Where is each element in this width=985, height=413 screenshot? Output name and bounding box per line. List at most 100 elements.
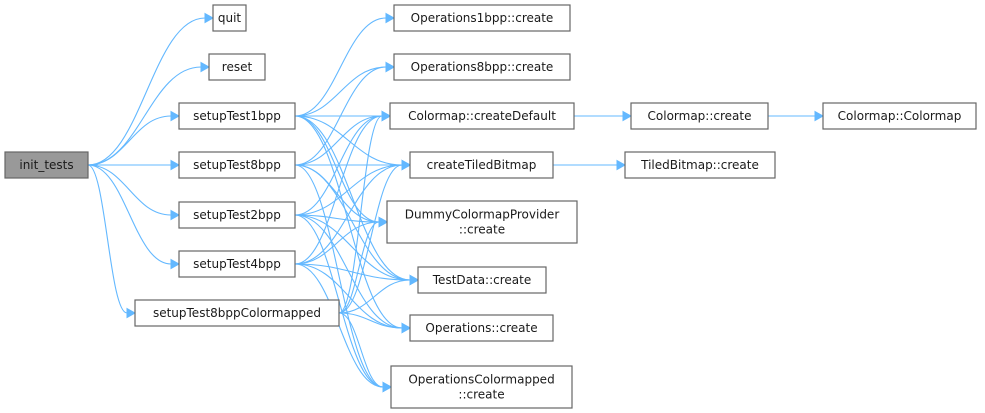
node-label: TiledBitmap::create [640,158,759,172]
node-box[interactable] [409,314,554,342]
edge-setup-test8bpp-to-colormap-create-default [294,115,383,166]
arrowhead-icon [170,209,181,221]
node-label: quit [218,11,242,25]
node-setup-test2bpp[interactable]: setupTest2bpp [178,201,296,229]
node-init-tests[interactable]: init_tests [4,151,89,179]
arrowhead-icon [170,258,181,270]
arrowhead-icon [622,110,633,122]
node-label: ::create [458,388,504,402]
node-box[interactable] [178,201,296,229]
node-setup-test1bpp[interactable]: setupTest1bpp [178,102,296,130]
arrowhead-icon [616,159,627,171]
node-box[interactable] [389,102,575,130]
node-label: setupTest1bpp [193,109,281,123]
node-label: Operations1bpp::create [411,11,554,25]
node-box[interactable] [822,102,977,130]
edge-init-tests-to-setup-test1bpp [87,115,172,166]
node-colormap-colormap[interactable]: Colormap::Colormap [822,102,977,130]
arrowhead-icon [385,12,396,24]
node-box[interactable] [386,200,578,244]
edge-setup-test8bpp-to-operations8bpp-create [294,66,387,166]
arrowhead-icon [170,159,181,171]
node-label: setupTest2bpp [193,208,281,222]
node-box[interactable] [624,151,776,179]
edge-setup-test8bpp-to-operations-colormapped-create [294,164,384,388]
arrowhead-icon [378,216,389,228]
arrowhead-icon [170,110,181,122]
node-operations-colormapped-create[interactable]: OperationsColormapped::create [390,365,573,409]
node-label: Colormap::create [648,109,752,123]
node-colormap-create[interactable]: Colormap::create [630,102,769,130]
nodes-layer: init_tests quit reset setupTest1bpp setupTes… [4,4,977,409]
node-label: createTiledBitmap [427,158,537,172]
node-box[interactable] [212,4,247,32]
node-setup-test4bpp[interactable]: setupTest4bpp [178,250,296,278]
edge-setup-test8bpp-colormapped-to-operations-create [338,312,403,329]
edge-init-tests-to-setup-test4bpp [87,164,172,265]
edges-layer [87,12,825,393]
node-label: setupTest8bpp [193,158,281,172]
node-box[interactable] [390,365,573,409]
node-setup-test8bpp[interactable]: setupTest8bpp [178,151,296,179]
edge-setup-test1bpp-to-operations1bpp-create [294,17,387,117]
edge-setup-test2bpp-to-test-data-create [294,214,411,281]
edge-setup-test2bpp-to-colormap-create-default [294,115,383,216]
arrowhead-icon [401,322,412,334]
node-label: Colormap::createDefault [408,109,556,123]
node-tiled-bitmap-create[interactable]: TiledBitmap::create [624,151,776,179]
node-box[interactable] [134,299,340,327]
node-box[interactable] [4,151,89,179]
node-quit[interactable]: quit [212,4,247,32]
node-label: init_tests [19,158,73,172]
edge-setup-test8bpp-colormapped-to-test-data-create [338,279,411,314]
node-label: setupTest8bppColormapped [153,306,321,320]
node-reset[interactable]: reset [208,53,266,81]
edge-setup-test2bpp-to-create-tiled-bitmap [294,164,403,216]
node-create-tiled-bitmap[interactable]: createTiledBitmap [409,151,554,179]
edge-setup-test8bpp-colormapped-to-operations-colormapped-create [338,312,384,388]
node-box[interactable] [417,266,547,294]
node-dummy-colormap-provider-create[interactable]: DummyColormapProvider::create [386,200,578,244]
edge-setup-test1bpp-to-create-tiled-bitmap [294,115,403,166]
node-box[interactable] [393,4,571,32]
node-operations8bpp-create[interactable]: Operations8bpp::create [393,53,571,81]
edge-setup-test4bpp-to-create-tiled-bitmap [294,164,403,265]
node-box[interactable] [409,151,554,179]
node-test-data-create[interactable]: TestData::create [417,266,547,294]
node-box[interactable] [393,53,571,81]
node-label: Operations::create [425,321,537,335]
edge-setup-test4bpp-to-dummy-colormap-provider-create [294,221,380,265]
arrowhead-icon [204,12,215,24]
arrowhead-icon [814,110,825,122]
node-box[interactable] [178,151,296,179]
edge-setup-test8bpp-colormapped-to-create-tiled-bitmap [338,164,403,314]
edge-setup-test1bpp-to-operations8bpp-create [294,66,387,117]
edge-setup-test2bpp-to-dummy-colormap-provider-create [294,214,380,223]
arrowhead-icon [200,61,211,73]
node-label: DummyColormapProvider [405,208,560,222]
node-box[interactable] [208,53,266,81]
edge-init-tests-to-setup-test8bpp-colormapped [87,164,128,314]
node-box[interactable] [178,102,296,130]
node-operations-create[interactable]: Operations::create [409,314,554,342]
node-label: setupTest4bpp [193,257,281,271]
arrowhead-icon [382,381,393,393]
node-setup-test8bpp-colormapped[interactable]: setupTest8bppColormapped [134,299,340,327]
arrowhead-icon [409,274,420,286]
node-colormap-create-default[interactable]: Colormap::createDefault [389,102,575,130]
arrowhead-icon [385,61,396,73]
node-label: Colormap::Colormap [838,109,962,123]
node-operations1bpp-create[interactable]: Operations1bpp::create [393,4,571,32]
arrowhead-icon [126,307,137,319]
edge-init-tests-to-quit [87,17,206,166]
edge-init-tests-to-setup-test2bpp [87,164,172,216]
edge-setup-test8bpp-colormapped-to-dummy-colormap-provider-create [338,221,380,314]
node-label: Operations8bpp::create [411,60,554,74]
node-box[interactable] [178,250,296,278]
edge-setup-test8bpp-colormapped-to-colormap-create-default [338,115,383,314]
node-label: TestData::create [432,273,531,287]
node-box[interactable] [630,102,769,130]
edge-setup-test8bpp-to-test-data-create [294,164,411,281]
node-label: OperationsColormapped [408,373,554,387]
